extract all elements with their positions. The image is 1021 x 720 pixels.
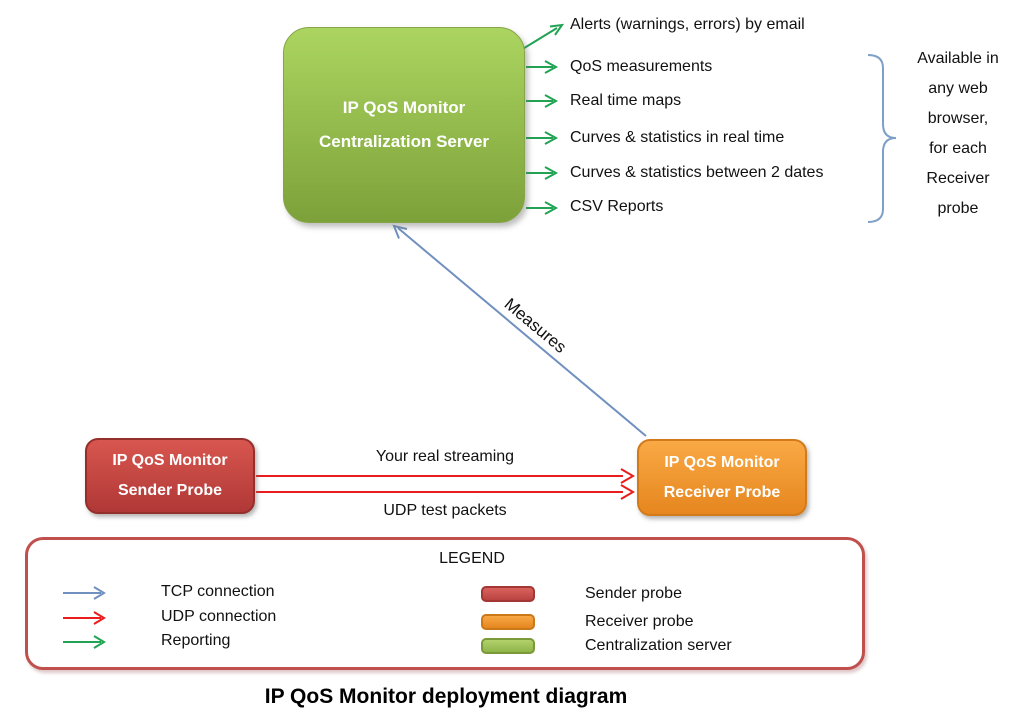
udp-arrow-test-packets: [256, 484, 635, 500]
legend-label-receiver: Receiver probe: [585, 613, 694, 630]
legend-label-sender: Sender probe: [585, 585, 682, 602]
centralization-server-swatch: [481, 638, 535, 654]
output-alerts: Alerts (warnings, errors) by email: [570, 16, 805, 33]
receiver-probe-label-line2: Receiver Probe: [663, 483, 781, 501]
centralization-server-label-line2: Centralization Server: [318, 132, 490, 151]
reporting-arrows: [520, 23, 565, 215]
streaming-label: Your real streaming: [375, 448, 515, 465]
legend-label-server: Centralization server: [585, 637, 732, 654]
receiver-probe-label-line1: IP QoS Monitor: [664, 453, 780, 471]
legend-label-reporting: Reporting: [161, 632, 231, 649]
centralization-server-label-line1: IP QoS Monitor: [342, 98, 466, 117]
output-curves-dates: Curves & statistics between 2 dates: [570, 164, 824, 181]
reporting-arrow-csv: [526, 201, 559, 215]
receiver-probe-box: IP QoS Monitor Receiver Probe: [637, 439, 807, 516]
browser-note-line: Receiver: [926, 170, 990, 187]
browser-note-line: browser,: [927, 110, 989, 127]
udp-arrow-icon: [63, 611, 106, 625]
legend-title: LEGEND: [439, 550, 505, 567]
sender-probe-label-line1: IP QoS Monitor: [112, 452, 228, 469]
reporting-arrow-icon: [63, 635, 106, 649]
receiver-probe-swatch: [481, 614, 535, 630]
sender-probe-swatch: [481, 586, 535, 602]
browser-note: Available in any web browser, for each R…: [897, 44, 1019, 224]
legend-label-tcp: TCP connection: [161, 583, 275, 600]
browser-note-line: for each: [929, 140, 987, 157]
centralization-server-box: IP QoS Monitor Centralization Server: [283, 27, 525, 223]
reporting-arrow-curves-dates: [526, 166, 559, 180]
output-curves-rt: Curves & statistics in real time: [570, 129, 785, 146]
measures-label: Measures: [500, 294, 571, 357]
reporting-arrow-curves-rt: [526, 131, 559, 145]
output-qos: QoS measurements: [570, 58, 713, 75]
browser-note-line: probe: [937, 200, 979, 217]
udp-packets-label: UDP test packets: [383, 502, 507, 519]
legend-box: LEGEND TCP connection UDP connection Rep…: [25, 537, 865, 670]
tcp-measures-arrow: [392, 224, 647, 437]
udp-arrow-streaming: [256, 468, 635, 484]
sender-probe-box: IP QoS Monitor Sender Probe: [85, 438, 255, 514]
browser-note-line: any web: [928, 80, 988, 97]
page-title: IP QoS Monitor deployment diagram: [264, 685, 628, 708]
reporting-arrow-alerts: [520, 23, 565, 51]
output-maps: Real time maps: [570, 92, 682, 109]
browser-note-brace: [867, 54, 897, 223]
udp-arrows: [256, 468, 635, 500]
reporting-arrow-maps: [526, 94, 559, 108]
legend-label-udp: UDP connection: [161, 608, 277, 625]
browser-note-line: Available in: [917, 50, 999, 67]
sender-probe-label-line2: Sender Probe: [117, 482, 223, 499]
tcp-arrow-icon: [63, 586, 106, 600]
reporting-arrow-qos: [526, 60, 559, 74]
output-csv: CSV Reports: [570, 198, 664, 215]
